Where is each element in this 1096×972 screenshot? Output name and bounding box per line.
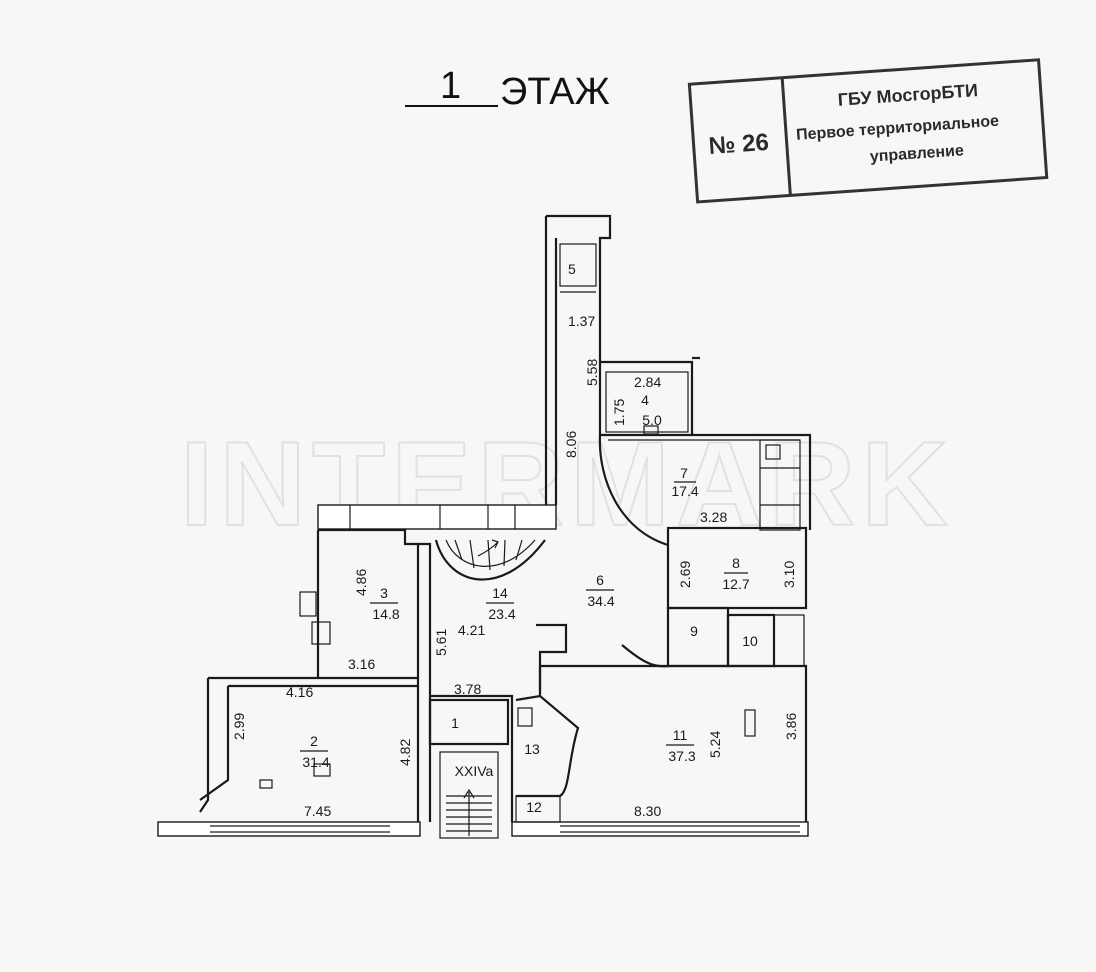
floor-number: 1 bbox=[440, 65, 461, 107]
room-4-number: 4 bbox=[641, 392, 649, 408]
walls bbox=[157, 214, 812, 839]
dim-5-58: 5.58 bbox=[584, 359, 600, 386]
room-5-number: 5 bbox=[568, 261, 576, 277]
facade-left bbox=[157, 821, 421, 837]
room-8-area: 12.7 bbox=[722, 576, 749, 592]
room-3-number: 3 bbox=[380, 585, 388, 601]
dim-4-21: 4.21 bbox=[458, 622, 485, 638]
room-13-number: 13 bbox=[524, 741, 540, 757]
dim-8-06: 8.06 bbox=[563, 431, 579, 458]
dim-3-86: 3.86 bbox=[783, 713, 799, 740]
stamp-number: № 26 bbox=[708, 129, 770, 160]
dim-7-45: 7.45 bbox=[304, 803, 331, 819]
stamp-line2: Первое территориальное bbox=[796, 113, 1000, 144]
room-10-number: 10 bbox=[742, 633, 758, 649]
dim-1-37: 1.37 bbox=[568, 313, 595, 329]
room-12-number: 12 bbox=[526, 799, 542, 815]
room-9-number: 9 bbox=[690, 623, 698, 639]
room-7-number: 7 bbox=[680, 465, 688, 481]
stamp-org: ГБУ МосгорБТИ bbox=[837, 80, 978, 110]
room-3-area: 14.8 bbox=[372, 606, 399, 622]
dim-2-69: 2.69 bbox=[677, 561, 693, 588]
dim-2-84: 2.84 bbox=[634, 374, 661, 390]
stamp-frame bbox=[687, 58, 1049, 204]
room-6-number: 6 bbox=[596, 572, 604, 588]
room-1-number: 1 bbox=[451, 715, 459, 731]
dim-5-24: 5.24 bbox=[707, 731, 723, 758]
dim-4-86: 4.86 bbox=[353, 569, 369, 596]
spiral-stair bbox=[434, 539, 546, 581]
room-8-number: 8 bbox=[732, 555, 740, 571]
room-6-area: 34.4 bbox=[587, 593, 614, 609]
room-14-area: 23.4 bbox=[488, 606, 515, 622]
dim-3-28: 3.28 bbox=[700, 509, 727, 525]
dim-8-30: 8.30 bbox=[634, 803, 661, 819]
room-11-number: 11 bbox=[673, 727, 688, 743]
floor-title: 1 ЭТАЖ bbox=[405, 65, 610, 113]
dim-3-10: 3.10 bbox=[781, 561, 797, 588]
room-2-number: 2 bbox=[310, 733, 318, 749]
room-2-area: 31.4 bbox=[302, 754, 329, 770]
dim-3-16: 3.16 bbox=[348, 656, 375, 672]
dimensions: 1.37 5.58 8.06 2.84 1.75 3.28 4.86 2.69 … bbox=[231, 313, 799, 819]
stair-number: XXIVa bbox=[455, 763, 494, 779]
watermark: INTERMARK bbox=[180, 417, 954, 551]
dim-4-82: 4.82 bbox=[397, 739, 413, 766]
bti-stamp: № 26 ГБУ МосгорБТИ Первое территориально… bbox=[687, 58, 1049, 204]
dim-4-16: 4.16 bbox=[286, 684, 313, 700]
floor-word: ЭТАЖ bbox=[500, 71, 610, 113]
top-corridor-wall bbox=[317, 504, 557, 530]
room-11-area: 37.3 bbox=[668, 748, 695, 764]
dim-5-61: 5.61 bbox=[433, 629, 449, 656]
stair-treads bbox=[446, 788, 492, 836]
room-4-area: 5.0 bbox=[642, 412, 662, 428]
dim-2-99: 2.99 bbox=[231, 713, 247, 740]
dim-3-78: 3.78 bbox=[454, 681, 481, 697]
room-14-number: 14 bbox=[492, 585, 508, 601]
facade-right bbox=[511, 821, 809, 837]
room-7-area: 17.4 bbox=[671, 483, 698, 499]
dim-1-75: 1.75 bbox=[611, 399, 627, 426]
stamp-line3: управление bbox=[869, 142, 964, 166]
room-labels: 5 4 5.0 7 17.4 8 12.7 9 10 6 34.4 14 23.… bbox=[300, 261, 758, 815]
stamp-divider bbox=[780, 77, 792, 196]
